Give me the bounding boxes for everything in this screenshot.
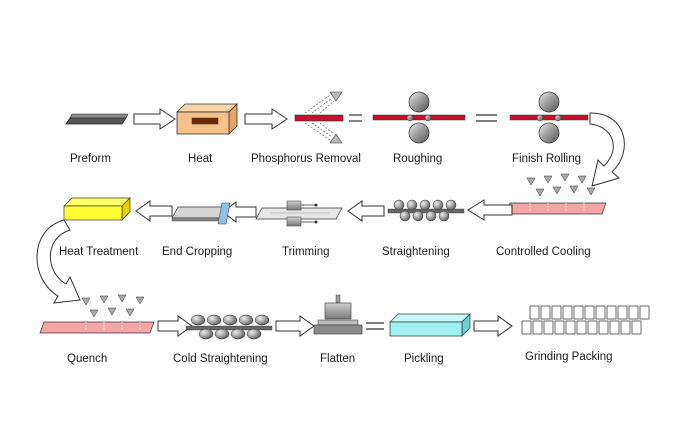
packed-bar — [521, 320, 532, 335]
packed-bar — [573, 305, 584, 320]
step-label-preform: Preform — [70, 153, 111, 165]
packed-bar — [562, 305, 573, 320]
packed-bar — [587, 320, 598, 335]
arrow-right-icon — [244, 108, 288, 130]
step-label-grinding-packing: Grinding Packing — [525, 351, 613, 363]
packed-bar — [598, 320, 609, 335]
packed-bar — [551, 305, 562, 320]
cold-straightening-rollers-icon — [185, 314, 273, 340]
packed-bar — [554, 320, 565, 335]
pickling-tank-icon — [389, 313, 471, 337]
step-label-phosphorus-removal: Phosphorus Removal — [251, 153, 361, 165]
flatten-press-icon — [313, 294, 363, 335]
packed-bar — [617, 305, 628, 320]
equals-icon — [366, 322, 384, 330]
step-label-trimming: Trimming — [282, 246, 330, 258]
packed-bar — [565, 320, 576, 335]
step-label-flatten: Flatten — [320, 353, 355, 365]
step-label-cold-straightening: Cold Straightening — [173, 353, 268, 365]
arrow-left-icon — [347, 200, 385, 222]
roughing-mill-icon — [372, 91, 466, 144]
curved-arrow-down-icon — [36, 219, 81, 304]
trimming-icon — [255, 200, 343, 227]
packed-bar — [639, 305, 650, 320]
packed-bar — [609, 320, 620, 335]
controlled-cooling-icon — [505, 173, 607, 215]
furnace-icon — [176, 103, 238, 135]
packed-bar — [543, 320, 554, 335]
arrow-right-icon — [133, 108, 176, 130]
packed-bar — [606, 305, 617, 320]
packed-bars-stack-icon — [521, 305, 650, 335]
packed-bar — [540, 305, 551, 320]
step-label-straightening: Straightening — [382, 246, 450, 258]
packed-bar — [620, 320, 631, 335]
packed-bar — [529, 305, 540, 320]
packed-bar — [532, 320, 543, 335]
quench-icon — [39, 294, 155, 334]
curved-arrow-down-icon — [589, 112, 625, 187]
packed-bar — [631, 320, 642, 335]
step-label-heat-treatment: Heat Treatment — [59, 246, 139, 258]
packed-bar — [584, 305, 595, 320]
preform-icon — [65, 113, 129, 125]
arrow-right-icon — [473, 315, 513, 337]
descaling-spray-icon — [294, 91, 344, 144]
arrow-right-icon — [275, 315, 315, 337]
arrow-right-icon — [157, 315, 193, 337]
straightening-rollers-icon — [387, 199, 465, 222]
arrow-left-icon — [222, 200, 257, 224]
end-cropping-icon — [171, 202, 231, 225]
equals-icon — [476, 114, 497, 122]
step-label-pickling: Pickling — [404, 353, 444, 365]
packed-bar — [576, 320, 587, 335]
packed-bar — [628, 305, 639, 320]
step-label-finish-rolling: Finish Rolling — [512, 153, 581, 165]
equals-icon — [349, 114, 362, 122]
step-label-controlled-cooling: Controlled Cooling — [496, 246, 591, 258]
step-label-heat: Heat — [188, 153, 213, 165]
packed-bar — [595, 305, 606, 320]
finish-rolling-mill-icon — [509, 91, 589, 144]
step-label-end-cropping: End Cropping — [162, 246, 232, 258]
arrow-left-icon — [467, 199, 513, 221]
step-label-quench: Quench — [67, 353, 107, 365]
heat-treatment-furnace-icon — [63, 197, 131, 221]
arrow-left-icon — [135, 200, 173, 222]
step-label-roughing: Roughing — [393, 153, 442, 165]
